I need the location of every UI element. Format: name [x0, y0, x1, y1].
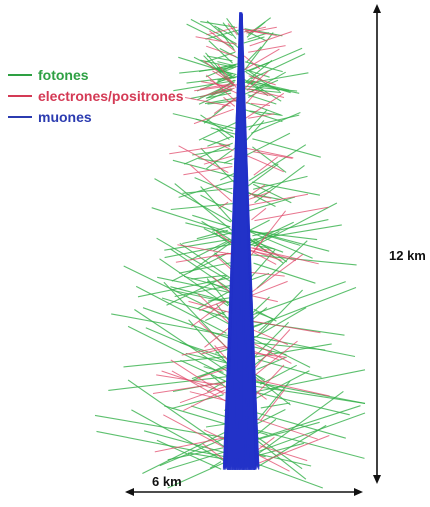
- photon-track: [251, 386, 365, 404]
- legend-swatch-electrons: [8, 95, 32, 97]
- electron-track: [248, 281, 288, 296]
- photon-track: [257, 437, 302, 469]
- photon-track: [192, 215, 229, 226]
- legend-label-photons: fotones: [38, 67, 89, 83]
- electron-track: [183, 390, 224, 411]
- legend-item-electrons: electrones/positrones: [8, 85, 184, 106]
- electron-track: [248, 46, 285, 53]
- width-label: 6 km: [152, 474, 182, 489]
- legend-swatch-muons: [8, 116, 32, 118]
- electron-track: [172, 371, 227, 402]
- legend: fotones electrones/positrones muones: [8, 64, 184, 127]
- legend-item-muons: muones: [8, 106, 184, 127]
- photon-track: [246, 133, 290, 155]
- electron-track: [206, 46, 236, 56]
- photon-track: [261, 403, 290, 408]
- photon-track: [206, 424, 226, 427]
- electron-track: [194, 109, 234, 123]
- photon-track: [256, 464, 323, 489]
- electron-track: [246, 148, 293, 158]
- electron-track: [245, 155, 283, 172]
- electron-track: [169, 145, 229, 154]
- photon-track: [254, 203, 337, 246]
- photon-track: [250, 428, 364, 458]
- width-dimension-arrow: [125, 488, 363, 496]
- photon-track: [246, 390, 350, 415]
- photon-track: [251, 113, 300, 134]
- height-label: 12 km: [389, 248, 426, 263]
- photon-track: [257, 241, 307, 289]
- photon-track: [124, 266, 225, 315]
- photon-track: [185, 223, 234, 235]
- electron-track: [253, 152, 292, 159]
- photon-track: [251, 422, 320, 441]
- electron-track: [252, 208, 267, 220]
- photon-track: [248, 220, 269, 231]
- legend-label-electrons: electrones/positrones: [38, 88, 184, 104]
- photon-track: [254, 263, 316, 283]
- electron-track: [246, 320, 321, 333]
- legend-label-muons: muones: [38, 109, 92, 125]
- legend-swatch-photons: [8, 74, 32, 76]
- photon-track: [248, 70, 263, 80]
- electron-track: [163, 415, 224, 448]
- legend-item-photons: fotones: [8, 64, 184, 85]
- electron-track: [249, 295, 278, 301]
- photon-track: [138, 278, 229, 297]
- height-dimension-arrow: [373, 4, 381, 484]
